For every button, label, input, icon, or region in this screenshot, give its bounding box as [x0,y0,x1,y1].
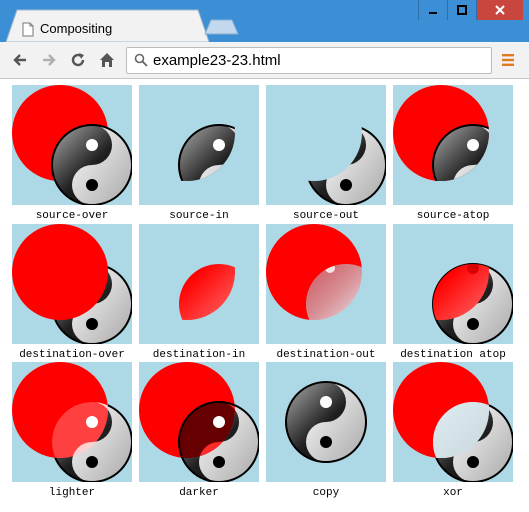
demo-label: lighter [48,487,96,499]
minimize-icon [429,12,437,14]
window-titlebar: Compositing [0,0,529,42]
tab-strip [5,9,239,42]
canvas-lighter [12,362,132,482]
demo-cell-copy: copy [266,362,386,499]
forward-arrow-icon [43,54,56,66]
canvas-source-in [139,85,259,205]
demo-label: copy [312,487,340,499]
minimize-button[interactable] [418,0,447,20]
menu-button[interactable] [499,51,517,69]
back-arrow-icon [13,54,26,66]
demo-label: source-atop [416,210,490,222]
demo-label: source-over [35,210,109,222]
home-icon [100,53,114,67]
home-button[interactable] [98,51,116,69]
window-controls [418,0,523,20]
browser-toolbar: example23-23.html [0,42,529,79]
maximize-button[interactable] [447,0,476,20]
close-button[interactable] [476,0,523,20]
reload-button[interactable] [69,51,87,69]
demo-label: xor [443,487,463,499]
maximize-icon [457,5,467,15]
page-icon [22,22,34,37]
canvas-source-out [266,85,386,205]
demo-label: source-out [292,210,359,222]
canvas-source-atop [393,85,513,205]
demo-cell-destination-over: destination-over [12,224,132,361]
address-bar[interactable]: example23-23.html [126,47,492,74]
back-button[interactable] [11,51,29,69]
demo-label: destination-in [152,349,246,361]
new-tab-button[interactable] [204,19,239,35]
canvas-destination-atop [393,224,513,344]
canvas-source-over [12,85,132,205]
canvas-xor [393,362,513,482]
hamburger-menu-icon [502,54,514,66]
demo-label: destination-over [19,349,125,361]
canvas-darker [139,362,259,482]
url-text[interactable]: example23-23.html [153,52,281,69]
demo-cell-source-in: source-in [139,85,259,222]
demo-label: darker [179,487,219,499]
demo-cell-destination-out: destination-out [266,224,386,361]
demo-cell-source-over: source-over [12,85,132,222]
demo-cell-destination-atop: destination atop [393,224,513,361]
demo-label: destination-out [276,349,376,361]
canvas-destination-over [12,224,132,344]
page-content: source-over source-in [0,79,529,512]
demo-cell-source-out: source-out [266,85,386,222]
reload-icon [71,53,85,67]
canvas-destination-out [266,224,386,344]
active-tab-shape[interactable] [5,9,210,42]
close-icon [495,5,505,15]
demo-cell-destination-in: destination-in [139,224,259,361]
demo-cell-source-atop: source-atop [393,85,513,222]
canvas-copy [266,362,386,482]
demo-label: source-in [169,210,229,222]
search-icon [134,53,148,67]
demo-cell-lighter: lighter [12,362,132,499]
demo-cell-darker: darker [139,362,259,499]
demo-label: destination atop [400,349,506,361]
tab-title: Compositing [40,21,113,36]
canvas-destination-in [139,224,259,344]
demo-cell-xor: xor [393,362,513,499]
forward-button[interactable] [40,51,58,69]
